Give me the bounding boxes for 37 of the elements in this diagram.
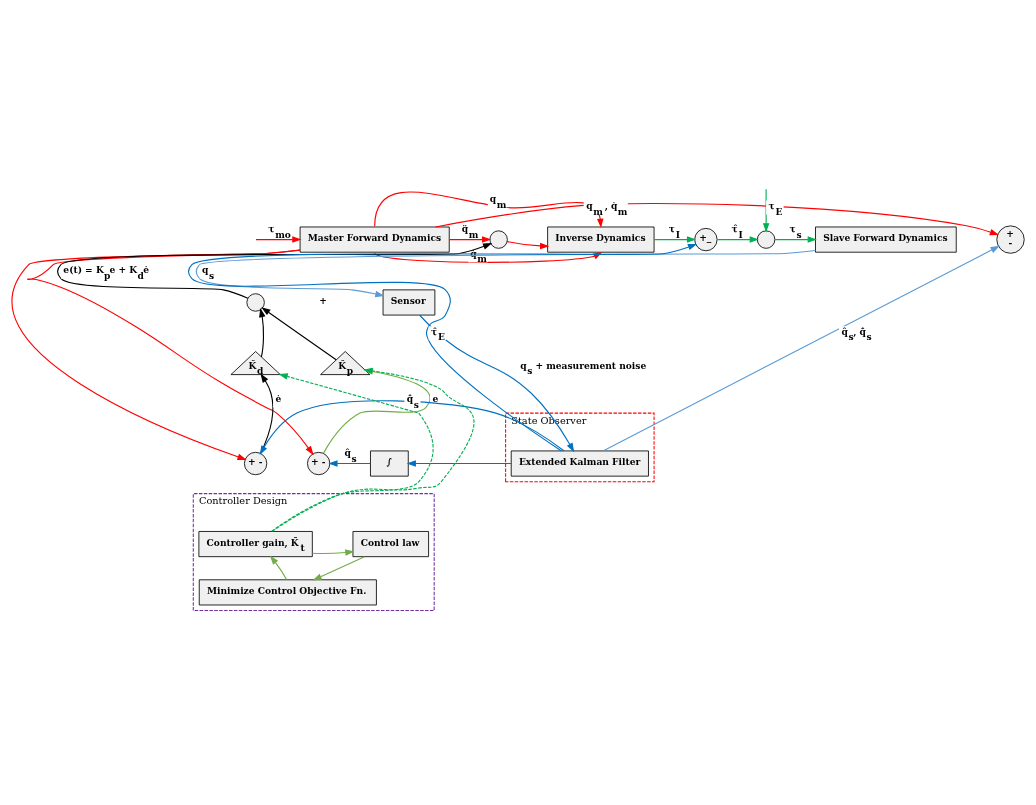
node-circle: + - [307, 451, 331, 476]
arrow [328, 460, 371, 467]
node-box: ∫ [370, 450, 409, 477]
node-circle [246, 293, 265, 312]
node-box: Master Forward Dynamics [299, 226, 450, 253]
arrow [259, 400, 565, 455]
node-box: Inverse Dynamics [547, 226, 655, 253]
arrow [653, 236, 697, 243]
arrow [255, 236, 302, 243]
arrow [762, 188, 770, 233]
arrow [448, 236, 492, 243]
arrow [188, 243, 698, 452]
node-box: Slave Forward Dynamics [815, 226, 957, 253]
arrow [419, 314, 575, 453]
arrow [269, 555, 287, 581]
node-box: Sensor [382, 289, 436, 316]
node-circle: + - [996, 225, 1025, 254]
arrow [311, 549, 355, 556]
edge-label: e [432, 393, 439, 405]
arrow [774, 236, 817, 243]
node-box: Control law [352, 531, 429, 558]
edge-label: ė [275, 393, 282, 405]
arrow [312, 556, 366, 581]
arrow [259, 308, 266, 358]
arrow [506, 241, 550, 250]
arrow [261, 307, 337, 361]
label: + [319, 295, 327, 307]
node-circle: +_ [694, 227, 718, 252]
node-circle [489, 230, 508, 249]
arrow [260, 373, 274, 454]
arrow [406, 460, 512, 467]
node-box: Minimize Control Objective Fn. [198, 579, 377, 606]
node-circle [756, 230, 776, 249]
arrow [716, 236, 759, 243]
node-circle: + - [244, 451, 268, 476]
node-box: Extended Kalman Filter [510, 450, 649, 477]
arrow [602, 245, 1000, 452]
